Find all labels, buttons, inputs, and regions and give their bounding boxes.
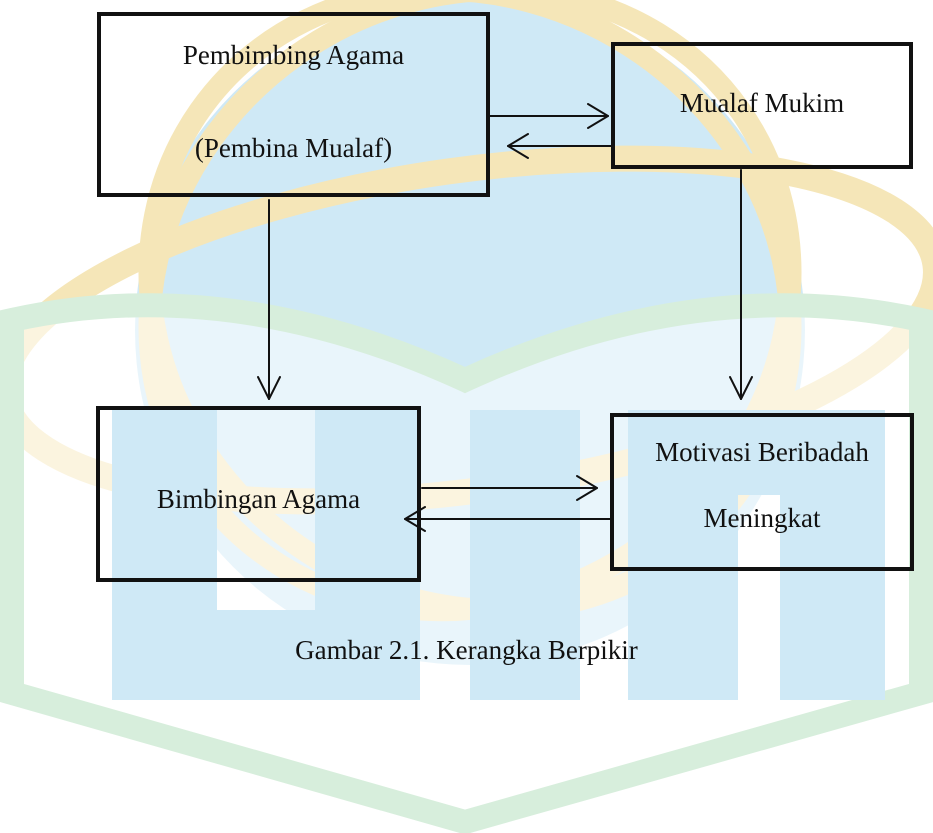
watermark-letter <box>470 410 580 700</box>
watermark-letter <box>780 470 885 700</box>
box-mualaf-mukim: Mualaf Mukim <box>611 42 913 169</box>
box-pembimbing-line2: (Pembina Mualaf) <box>194 133 393 163</box>
watermark-book <box>0 293 933 833</box>
box-mualaf-line1: Mualaf Mukim <box>679 88 845 118</box>
box-motivasi-beribadah: Motivasi Beribadah Meningkat <box>610 413 914 571</box>
arrow-motivasi-to-bimbingan <box>404 506 611 532</box>
box-motivasi-line2: Meningkat <box>703 503 821 533</box>
arrow-bimbingan-to-motivasi <box>421 475 598 501</box>
arrow-pembimbing-to-bimbingan <box>257 199 281 400</box>
box-pembimbing-agama: Pembimbing Agama (Pembina Mualaf) <box>97 12 490 197</box>
arrow-mualaf-to-pembimbing <box>507 133 613 159</box>
box-bimbingan-agama: Bimbingan Agama <box>96 406 421 582</box>
box-pembimbing-line1: Pembimbing Agama <box>182 40 405 70</box>
arrow-mualaf-to-motivasi <box>729 169 753 400</box>
watermark-letter <box>112 610 420 700</box>
box-motivasi-line1: Motivasi Beribadah <box>655 437 869 467</box>
arrow-pembimbing-to-mualaf <box>489 103 609 129</box>
box-bimbingan-line1: Bimbingan Agama <box>156 484 361 514</box>
watermark-letter <box>628 410 885 495</box>
figure-caption: Gambar 2.1. Kerangka Berpikir <box>295 635 638 665</box>
